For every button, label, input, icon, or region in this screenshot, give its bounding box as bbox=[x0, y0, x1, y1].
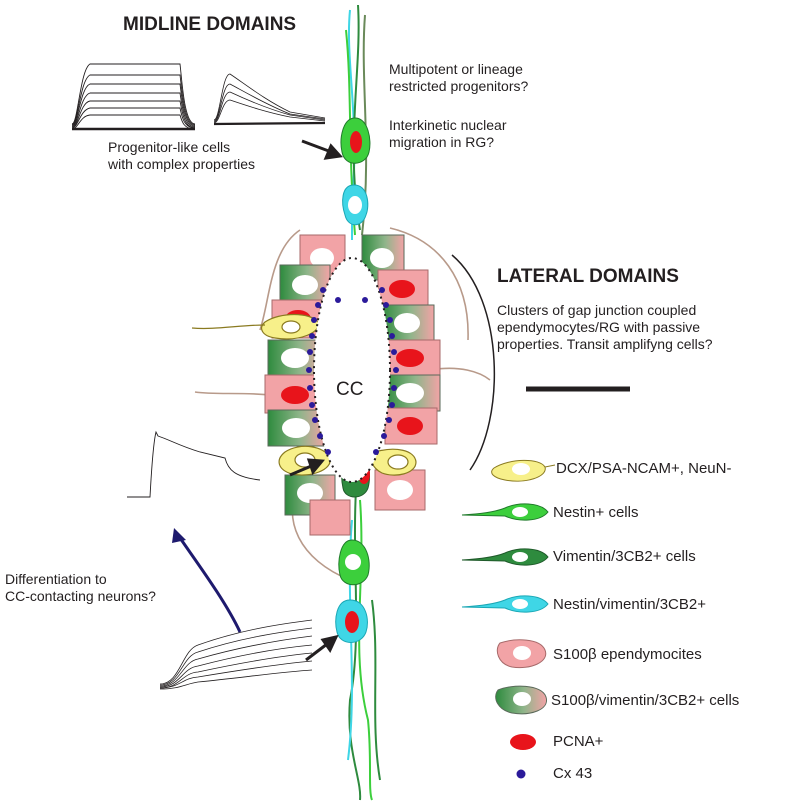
legend-icon-nestin bbox=[461, 503, 549, 521]
legend-icon-nestin-vimentin bbox=[461, 595, 549, 613]
trace-progenitor-left bbox=[71, 63, 196, 131]
trace-cc-contacting bbox=[127, 430, 261, 498]
trace-progenitor-right bbox=[213, 73, 326, 126]
legend-label-cx43: Cx 43 bbox=[553, 765, 593, 782]
legend-icon-vimentin bbox=[461, 548, 549, 566]
central-canal-label: CC bbox=[336, 379, 364, 400]
trace-differentiation bbox=[159, 619, 313, 690]
differentiation-arrow bbox=[172, 528, 242, 633]
legend-label-dcx: DCX/PSA-NCAM+, NeuN- bbox=[556, 460, 732, 477]
pointer-arrows bbox=[289, 139, 343, 662]
legend-label-s100-vimentin: S100β/vimentin/3CB2+ cells bbox=[551, 692, 740, 709]
legend-label-pcna: PCNA+ bbox=[553, 733, 604, 750]
differentiation-caption: Differentiation to CC-contacting neurons… bbox=[5, 571, 156, 604]
legend-icon-pcna bbox=[510, 734, 536, 750]
legend-icon-s100-vimentin bbox=[495, 685, 547, 715]
cx43-dots bbox=[306, 287, 399, 455]
central-canal-lumen bbox=[313, 257, 391, 483]
legend-label-vimentin: Vimentin/3CB2+ cells bbox=[553, 548, 696, 565]
interkinetic-question: Interkinetic nuclear migration in RG? bbox=[389, 117, 507, 150]
legend-label-s100-ependymocyte: S100β ependymocites bbox=[553, 646, 702, 663]
lateral-domain-bracket bbox=[451, 254, 496, 471]
lateral-domains-heading: LATERAL DOMAINS bbox=[497, 266, 679, 287]
legend-icon-dcx bbox=[491, 459, 556, 482]
legend-icon-s100-ependymocyte bbox=[496, 639, 547, 669]
lateral-description: Clusters of gap junction coupled ependym… bbox=[497, 302, 713, 352]
legend-icons bbox=[461, 459, 556, 779]
midline-domains-heading: MIDLINE DOMAINS bbox=[123, 14, 297, 35]
progenitor-like-caption: Progenitor-like cells with complex prope… bbox=[108, 139, 256, 172]
legend-label-nestin-vimentin: Nestin/vimentin/3CB2+ bbox=[553, 596, 706, 613]
legend-label-nestin: Nestin+ cells bbox=[553, 504, 639, 521]
progenitors-question: Multipotent or lineage restricted progen… bbox=[389, 61, 529, 94]
legend-icon-cx43 bbox=[516, 769, 526, 779]
